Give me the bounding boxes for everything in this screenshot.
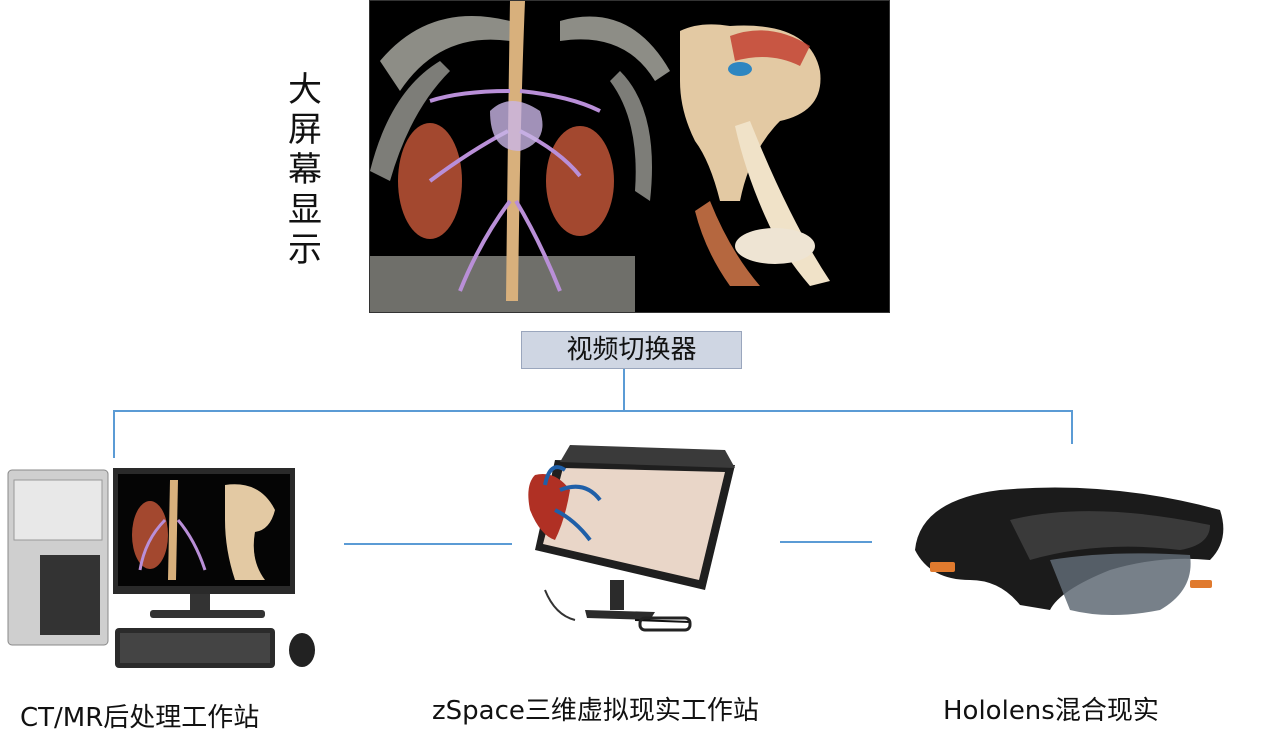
head-neck-render xyxy=(680,24,830,286)
big-screen-label: 大 屏 幕 显 示 xyxy=(283,70,327,270)
horizontal-bus-connector xyxy=(113,410,1073,412)
left-drop-connector xyxy=(113,410,115,458)
ct-mr-workstation-image xyxy=(0,460,340,690)
big-screen-label-char: 幕 xyxy=(288,150,322,190)
hololens-headset-image xyxy=(910,480,1230,630)
ct-mr-workstation-caption: CT/MR后处理工作站 xyxy=(20,703,260,733)
big-screen-label-char: 显 xyxy=(288,190,322,230)
video-switcher-box: 视频切换器 xyxy=(521,331,742,369)
big-screen-label-char: 示 xyxy=(288,230,322,270)
video-switcher-label: 视频切换器 xyxy=(566,335,697,365)
right-drop-connector xyxy=(1071,410,1073,444)
medical-3d-render-image xyxy=(370,1,830,312)
workstation-zspace-connector xyxy=(344,543,512,545)
zspace-workstation-image xyxy=(515,440,745,650)
abdomen-render xyxy=(370,1,670,312)
zspace-workstation-caption: zSpace三维虚拟现实工作站 xyxy=(432,696,759,726)
big-screen-display xyxy=(369,0,890,313)
big-screen-label-char: 屏 xyxy=(288,110,322,150)
zspace-hololens-connector xyxy=(780,541,872,543)
big-screen-label-char: 大 xyxy=(288,70,322,110)
switcher-down-connector xyxy=(623,369,625,411)
hololens-caption: Hololens混合现实 xyxy=(943,696,1159,726)
